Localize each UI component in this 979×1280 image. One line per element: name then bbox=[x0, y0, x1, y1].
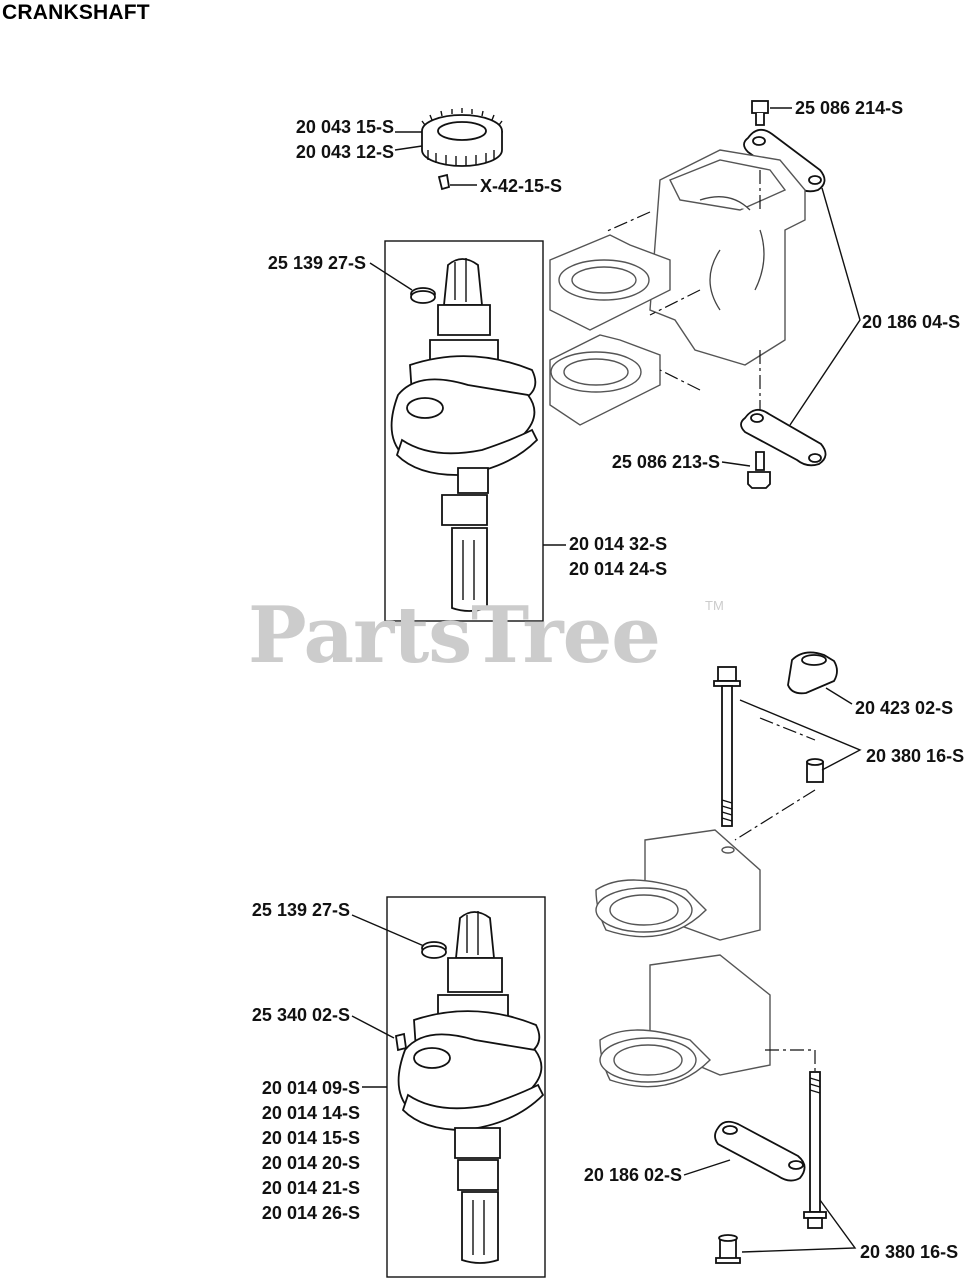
lower-bearing-housing bbox=[595, 829, 771, 1088]
gear-key bbox=[437, 173, 451, 191]
label-gear: 20 043 15-S 20 043 12-S bbox=[280, 115, 394, 165]
label-crank-lower-5: 20 014 21-S bbox=[261, 1178, 360, 1198]
upper-bolt-bottom bbox=[747, 451, 771, 489]
upper-link-top bbox=[743, 128, 826, 193]
lower-key bbox=[394, 1032, 408, 1052]
upper-bolt-top bbox=[751, 100, 769, 126]
watermark: PartsTree bbox=[248, 590, 661, 681]
label-crank-lower: 20 014 09-S 20 014 14-S 20 014 15-S 20 0… bbox=[238, 1076, 360, 1226]
label-crank-lower-2: 20 014 14-S bbox=[261, 1103, 360, 1123]
short-bolt-upper bbox=[806, 758, 824, 783]
short-bolt-lower bbox=[715, 1234, 741, 1264]
counter-weight bbox=[787, 651, 838, 695]
label-seal-lower: 25 139 27-S bbox=[251, 900, 350, 920]
long-bolt-lower bbox=[803, 1071, 827, 1229]
lower-seal bbox=[421, 941, 447, 959]
label-bolt-lower: 25 086 213-S bbox=[611, 452, 720, 472]
label-bolt-pair-lower: 20 380 16-S bbox=[860, 1242, 959, 1262]
label-crank-lower-6: 20 014 26-S bbox=[261, 1203, 360, 1223]
label-gear-2: 20 043 12-S bbox=[295, 142, 394, 162]
label-gear-key: X-42-15-S bbox=[480, 176, 563, 196]
upper-bearing-housing bbox=[549, 149, 806, 426]
label-weight: 20 423 02-S bbox=[855, 698, 954, 718]
label-seal-upper: 25 139 27-S bbox=[267, 253, 366, 273]
label-crank-lower-3: 20 014 15-S bbox=[261, 1128, 360, 1148]
label-key-lower: 25 340 02-S bbox=[251, 1005, 350, 1025]
timing-gear bbox=[421, 108, 503, 167]
upper-link-bottom bbox=[740, 408, 827, 467]
label-link-upper: 20 186 04-S bbox=[862, 312, 961, 332]
watermark-trademark: TM bbox=[705, 598, 724, 613]
label-crank-upper: 20 014 32-S 20 014 24-S bbox=[569, 532, 667, 582]
label-link-lower: 20 186 02-S bbox=[583, 1165, 682, 1185]
upper-crankshaft bbox=[390, 258, 539, 612]
label-crank-lower-4: 20 014 20-S bbox=[261, 1153, 360, 1173]
lower-link bbox=[714, 1120, 806, 1182]
label-bolt-pair-upper: 20 380 16-S bbox=[866, 746, 965, 766]
upper-crankshaft-box bbox=[384, 240, 544, 622]
label-crank-upper-2: 20 014 24-S bbox=[569, 559, 668, 579]
label-gear-1: 20 043 15-S bbox=[295, 117, 394, 137]
upper-seal bbox=[410, 287, 436, 304]
long-bolt-upper bbox=[713, 666, 741, 827]
label-bolt-upper: 25 086 214-S bbox=[795, 98, 904, 118]
label-crank-upper-1: 20 014 32-S bbox=[569, 534, 668, 554]
lower-crankshaft bbox=[397, 911, 545, 1264]
diagram-title: CRANKSHAFT bbox=[2, 1, 150, 24]
label-crank-lower-1: 20 014 09-S bbox=[261, 1078, 360, 1098]
